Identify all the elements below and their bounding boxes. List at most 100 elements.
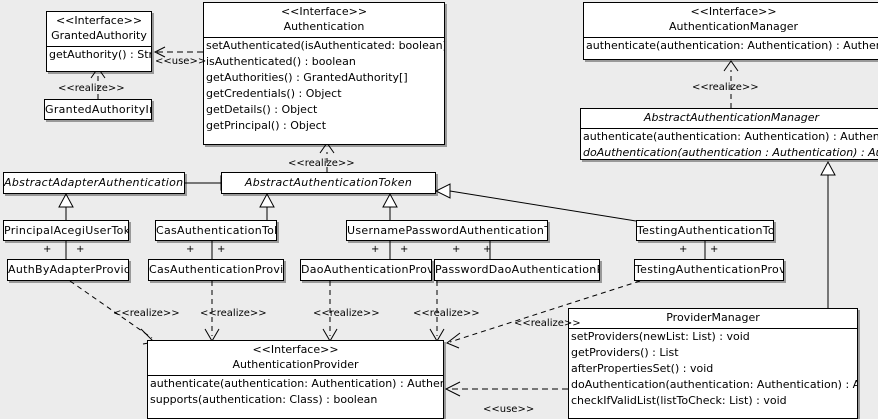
- class-provider-manager[interactable]: ProviderManager setProviders(newList: Li…: [568, 308, 858, 419]
- class-cas-authentication-token[interactable]: CasAuthenticationToken: [155, 220, 277, 241]
- operations-compartment: authenticate(authentication: Authenticat…: [581, 129, 878, 159]
- association-plus: +: [371, 244, 380, 255]
- class-name: AuthenticationProvider: [232, 358, 359, 371]
- class-name: ProviderManager: [666, 311, 760, 324]
- edge-label-realize-passworddaoauthenticationprovider: <<realize>>: [413, 308, 480, 319]
- stereotype-label: <<Interface>>: [690, 5, 777, 18]
- class-username-password-authentication-token[interactable]: UsernamePasswordAuthenticationToken: [346, 220, 548, 241]
- stereotype-label: <<Interface>>: [252, 343, 339, 356]
- class-granted-authority[interactable]: <<Interface>> GrantedAuthority getAuthor…: [46, 11, 152, 72]
- operation-item: supports(authentication: Class) : boolea…: [150, 393, 378, 406]
- class-header: <<Interface>> GrantedAuthority: [47, 12, 151, 46]
- edge-generalize-testingauthenticationtoken: [434, 183, 637, 222]
- class-abstract-authentication-token[interactable]: AbstractAuthenticationToken: [221, 172, 436, 194]
- class-name: GrantedAuthority: [51, 29, 147, 42]
- operations-compartment: authenticate(authentication: Authenticat…: [584, 38, 878, 54]
- operations-compartment: authenticate(authentication: Authenticat…: [148, 376, 443, 408]
- operation-item: authenticate(authentication: Authenticat…: [583, 130, 878, 143]
- compartment-divider: [204, 37, 444, 38]
- edge-generalize-principalacegiusertoken: [58, 192, 74, 220]
- class-testing-authentication-provider[interactable]: TestingAuthenticationProvider: [634, 259, 784, 281]
- association-plus: +: [186, 244, 195, 255]
- class-testing-authentication-token[interactable]: TestingAuthenticationToken: [636, 220, 774, 241]
- class-name: GrantedAuthorityImpl: [45, 102, 151, 116]
- compartment-divider: [148, 375, 443, 376]
- class-header: AbstractAuthenticationManager: [581, 109, 878, 128]
- operation-item: authenticate(authentication: Authenticat…: [586, 39, 878, 52]
- class-authentication[interactable]: <<Interface>> Authentication setAuthenti…: [203, 2, 445, 145]
- class-auth-by-adapter-provider[interactable]: AuthByAdapterProvider: [7, 259, 129, 281]
- operation-item: afterPropertiesSet() : void: [571, 362, 714, 375]
- operation-item: setAuthenticated(isAuthenticated: boolea…: [206, 39, 445, 52]
- operation-item: authenticate(authentication: Authenticat…: [150, 377, 443, 390]
- operation-item: getAuthority() : String: [49, 48, 152, 61]
- operation-item: doAuthentication(authentication : Authen…: [583, 146, 878, 159]
- operation-item: setProviders(newList: List) : void: [571, 330, 750, 343]
- compartment-divider: [569, 328, 857, 329]
- class-authentication-provider[interactable]: <<Interface>> AuthenticationProvider aut…: [147, 340, 444, 419]
- class-header: <<Interface>> AuthenticationProvider: [148, 341, 443, 375]
- class-abstract-adapter-authentication-token[interactable]: AbstractAdapterAuthenticationToken: [3, 172, 185, 194]
- class-name: UsernamePasswordAuthenticationToken: [347, 223, 547, 237]
- edge-label-realize-testingauthenticationprovider: <<realize>>: [514, 318, 581, 329]
- class-authentication-manager[interactable]: <<Interface>> AuthenticationManager auth…: [583, 2, 878, 60]
- class-principal-acegi-user-token[interactable]: PrincipalAcegiUserToken: [3, 220, 129, 241]
- operations-compartment: setProviders(newList: List) : void getPr…: [569, 329, 857, 409]
- class-name: AuthenticationManager: [669, 20, 798, 33]
- class-password-dao-authentication-provider[interactable]: PasswordDaoAuthenticationProvider: [434, 259, 600, 281]
- association-plus: +: [710, 244, 719, 255]
- class-header: ProviderManager: [569, 309, 857, 328]
- association-plus: +: [217, 244, 226, 255]
- association-plus: +: [452, 244, 461, 255]
- operation-item: checkIfValidList(listToCheck: List) : vo…: [571, 394, 787, 407]
- operation-item: isAuthenticated() : boolean: [206, 55, 356, 68]
- operation-item: getPrincipal() : Object: [206, 119, 327, 132]
- edge-generalize-providermanager-abstractauthenticationmanager: [820, 160, 836, 308]
- class-dao-authentication-provider[interactable]: DaoAuthenticationProvider: [300, 259, 432, 281]
- compartment-divider: [47, 46, 151, 47]
- class-name: TestingAuthenticationToken: [637, 223, 773, 237]
- edge-label-realize-abstractauthenticationmanager: <<realize>>: [692, 82, 759, 93]
- association-plus: +: [483, 244, 492, 255]
- stereotype-label: <<Interface>>: [55, 14, 143, 27]
- edge-label-realize-abstractauthenticationtoken: <<realize>>: [288, 158, 355, 169]
- operation-item: getProviders() : List: [571, 346, 679, 359]
- edge-label-realize-daoauthenticationprovider: <<realize>>: [313, 308, 380, 319]
- operations-compartment: setAuthenticated(isAuthenticated: boolea…: [204, 38, 444, 134]
- edge-use-providermanager-authenticationprovider: [444, 381, 568, 397]
- operation-item: getAuthorities() : GrantedAuthority[]: [206, 71, 408, 84]
- stereotype-label: <<Interface>>: [280, 5, 368, 18]
- operations-compartment: getAuthority() : String: [47, 47, 151, 63]
- class-name: PrincipalAcegiUserToken: [4, 223, 128, 237]
- edge-label-use-providermanager: <<use>>: [483, 404, 535, 415]
- edge-label-realize-casauthenticationprovider: <<realize>>: [200, 308, 267, 319]
- class-name: CasAuthenticationToken: [156, 223, 276, 237]
- class-name: PasswordDaoAuthenticationProvider: [435, 263, 599, 276]
- operation-item: getCredentials() : Object: [206, 87, 342, 100]
- association-plus: +: [400, 244, 409, 255]
- association-plus: +: [76, 244, 85, 255]
- edge-label-realize-authbyadapterprovider: <<realize>>: [113, 308, 180, 319]
- edge-generalize-usernamepasswordtoken: [382, 192, 398, 220]
- class-name: AbstractAuthenticationToken: [244, 176, 413, 189]
- class-abstract-authentication-manager[interactable]: AbstractAuthenticationManager authentica…: [580, 108, 878, 160]
- edge-label-realize-grantedauthorityimpl: <<realize>>: [58, 83, 125, 94]
- class-name: AbstractAdapterAuthenticationToken: [4, 176, 184, 189]
- class-header: <<Interface>> AuthenticationManager: [584, 3, 878, 37]
- class-name: CasAuthenticationProvider: [149, 263, 284, 276]
- class-name: DaoAuthenticationProvider: [301, 263, 431, 276]
- association-plus: +: [679, 244, 688, 255]
- compartment-divider: [581, 128, 878, 129]
- class-name: AbstractAuthenticationManager: [643, 111, 820, 124]
- edge-label-use-authentication-grantedauthority: <<use>>: [155, 56, 207, 67]
- edge-generalize-casauthenticationtoken: [259, 192, 275, 220]
- class-name: TestingAuthenticationProvider: [635, 263, 784, 276]
- association-plus: +: [43, 244, 52, 255]
- class-name: Authentication: [283, 20, 365, 33]
- operation-item: getDetails() : Object: [206, 103, 318, 116]
- compartment-divider: [584, 37, 878, 38]
- class-cas-authentication-provider[interactable]: CasAuthenticationProvider: [148, 259, 284, 281]
- class-name: AuthByAdapterProvider: [8, 263, 128, 276]
- class-granted-authority-impl[interactable]: GrantedAuthorityImpl: [44, 99, 152, 120]
